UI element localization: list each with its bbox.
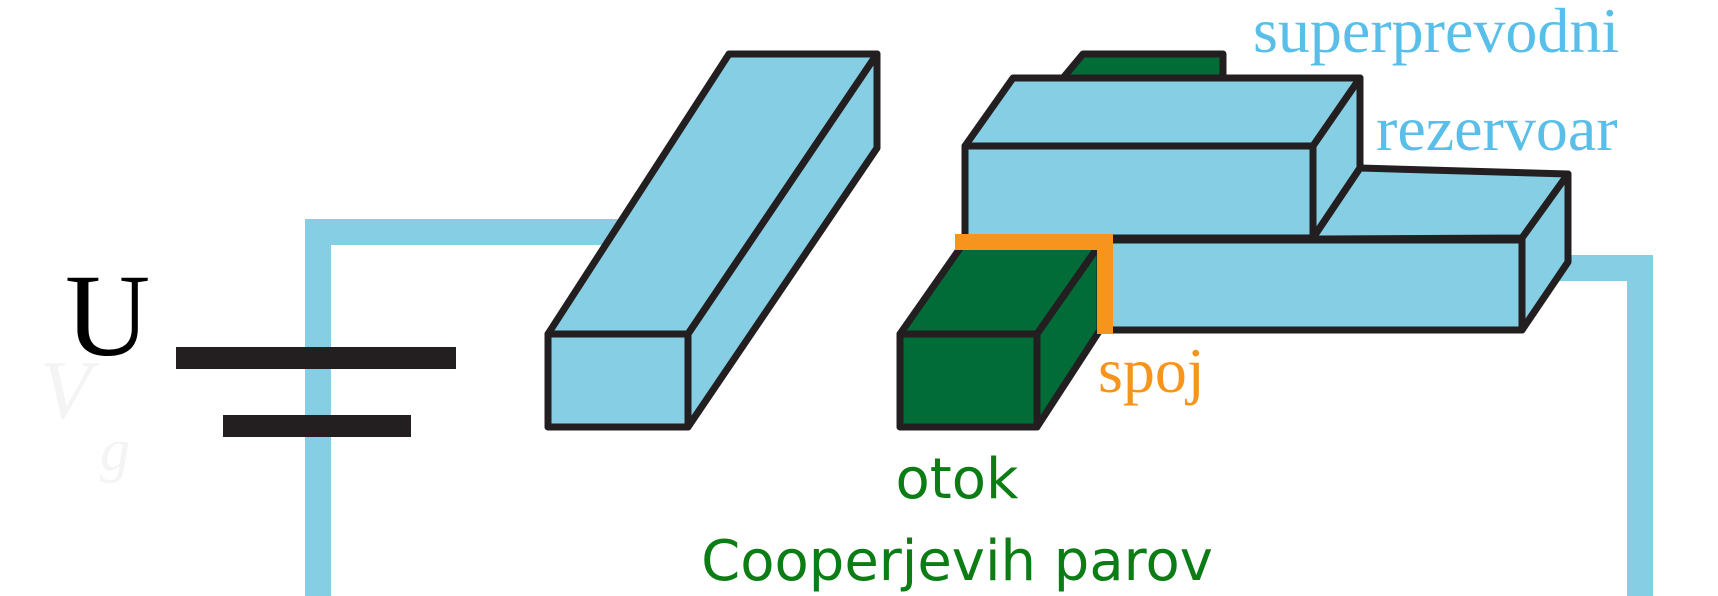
circuit-wire-right <box>1520 255 1653 596</box>
cooper-pair-island <box>896 240 1104 431</box>
island-front <box>896 330 1041 431</box>
reservoir-label-line1: superprevodni <box>1253 0 1619 66</box>
circuit-wire-left <box>305 219 620 596</box>
island-label-line1: otok <box>896 447 1019 512</box>
gate-voltage-label: V <box>40 344 100 437</box>
reservoir-back-block <box>961 50 1364 242</box>
josephson-junction <box>955 234 1113 334</box>
reservoir-back-front <box>961 142 1317 242</box>
gate-electrode-front <box>544 330 692 431</box>
reservoir-arm-front <box>1096 236 1526 334</box>
battery-plate-short <box>223 415 411 437</box>
gate-electrode <box>544 50 881 431</box>
reservoir-back-top <box>961 74 1364 150</box>
voltage-label: U <box>65 250 150 381</box>
island-label-line2: Cooperjevih parov <box>701 529 1213 594</box>
gate-voltage-subscript: g <box>100 417 130 483</box>
reservoir-label-line2: rezervoar <box>1376 93 1618 164</box>
junction-label: spoj <box>1098 335 1205 406</box>
reservoir-dark-strip <box>1059 50 1227 82</box>
battery-plate-long <box>176 347 456 369</box>
